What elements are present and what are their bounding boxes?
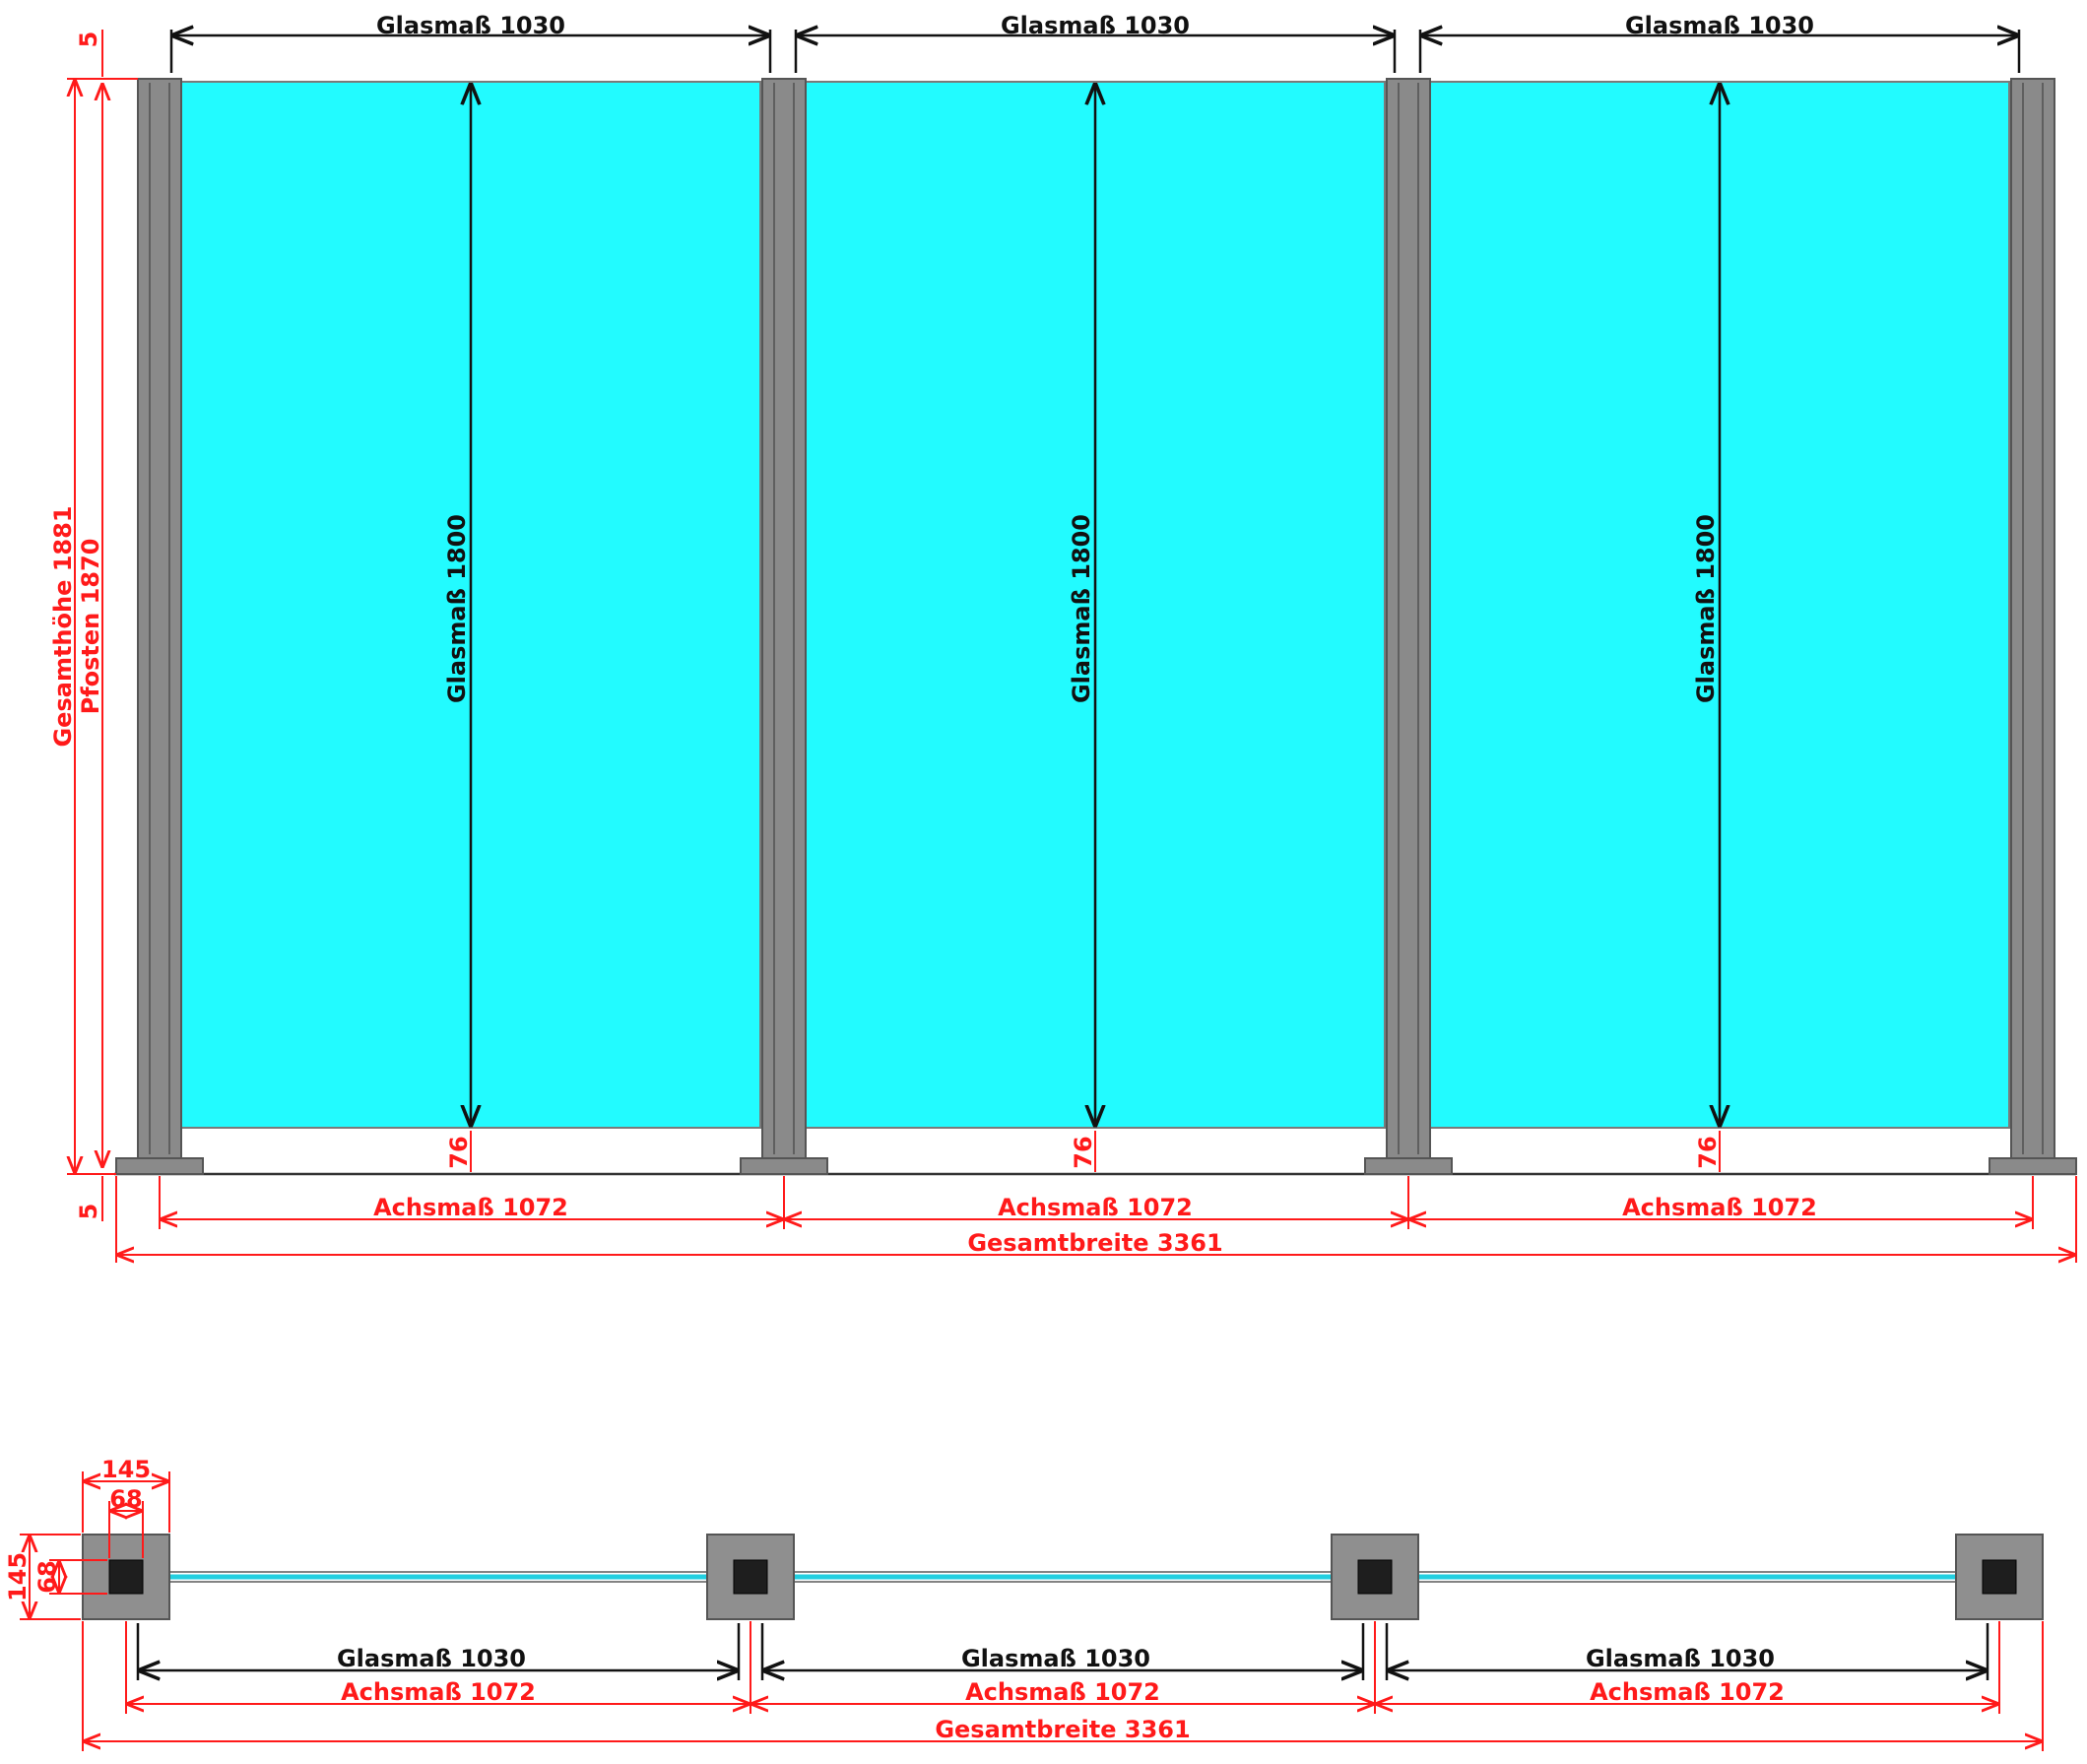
post-core [108,1559,144,1595]
glass-width-label: Glasmaß 1030 [1001,12,1190,39]
glass-height-label: Glasmaß 1800 [1068,514,1095,703]
post-depth-label: 145 [4,1552,32,1601]
plan-glass-segment-2 [770,1571,1371,1583]
clearance-dimension-1: 76 [445,1131,473,1172]
bottom-offset-dimension: 5 [75,1176,103,1221]
axis-label: Achsmaß 1072 [1622,1194,1817,1221]
glass-width-dimension-2: Glasmaß 1030 [794,12,1397,73]
plan-total-width-label: Gesamtbreite 3361 [935,1716,1190,1743]
bottom-offset-label: 5 [75,1204,102,1220]
axis-dimensions-front: Achsmaß 1072 Achsmaß 1072 Achsmaß 1072 [159,1176,2034,1229]
post-core [1982,1559,2017,1595]
plan-post-4 [1955,1534,2044,1620]
top-offset-dimension: 5 [75,30,103,77]
post-height-label: Pfosten 1870 [77,539,104,715]
plan-view: 145 68 145 68 [4,1456,2044,1751]
glass-width-label: Glasmaß 1030 [1625,12,1814,39]
plan-glass-dimensions: Glasmaß 1030 Glasmaß 1030 Glasmaß 1030 [136,1623,1989,1680]
total-width-label: Gesamtbreite 3361 [967,1229,1222,1257]
core-depth-dimension: 68 [33,1559,107,1595]
clearance-dimension-2: 76 [1070,1131,1097,1172]
clearance-label: 76 [1694,1136,1722,1168]
clearance-dimension-3: 76 [1694,1131,1722,1172]
front-view: Glasmaß 1030 Glasmaß 1030 Glasmaß 1030 G… [49,12,2077,1263]
plan-axis-dimensions: Achsmaß 1072 Achsmaß 1072 Achsmaß 1072 [125,1621,2000,1714]
total-width-dimension-front: Gesamtbreite 3361 [115,1176,2077,1263]
post-depth-dimension: 145 [4,1534,81,1620]
core-size-label: 68 [109,1485,142,1513]
glass-height-label: Glasmaß 1800 [1692,514,1720,703]
plan-glass-segment-1 [146,1571,747,1583]
glass-width-label: Glasmaß 1030 [376,12,565,39]
plan-glass-width-label: Glasmaß 1030 [1586,1645,1775,1672]
post-core [1357,1559,1393,1595]
post-2 [740,78,828,1175]
total-height-label: Gesamthöhe 1881 [49,505,77,747]
plan-glass-segment-3 [1395,1571,1995,1583]
post-foot [115,1157,204,1175]
core-size-dimension: 68 [108,1485,144,1558]
clearance-label: 76 [1070,1136,1097,1168]
plan-axis-label: Achsmaß 1072 [1590,1678,1785,1706]
plan-post-1 [82,1534,170,1620]
glass-width-dimension-1: Glasmaß 1030 [169,12,772,73]
plan-axis-label: Achsmaß 1072 [341,1678,536,1706]
glass-height-dimension-3: Glasmaß 1800 [1692,85,1720,1125]
axis-label: Achsmaß 1072 [373,1194,568,1221]
clearance-label: 76 [445,1136,473,1168]
plan-post-3 [1331,1534,1419,1620]
plan-glass-width-label: Glasmaß 1030 [337,1645,526,1672]
post-foot [1989,1157,2077,1175]
post-foot [1364,1157,1453,1175]
post-1 [115,78,204,1175]
post-size-label: 145 [101,1456,151,1483]
glass-height-dimension-1: Glasmaß 1800 [443,85,471,1125]
glass-height-label: Glasmaß 1800 [443,514,471,703]
axis-label: Achsmaß 1072 [998,1194,1193,1221]
top-offset-label: 5 [75,32,102,48]
post-size-dimension: 145 [82,1456,170,1533]
post-height-dimension: Pfosten 1870 [77,85,104,1166]
total-height-dimension: Gesamthöhe 1881 [49,78,138,1175]
post-foot [740,1157,828,1175]
plan-glass-width-label: Glasmaß 1030 [961,1645,1150,1672]
glass-height-dimension-2: Glasmaß 1800 [1068,85,1095,1125]
total-width-dimension-plan: Gesamtbreite 3361 [82,1621,2044,1751]
plan-axis-label: Achsmaß 1072 [965,1678,1160,1706]
post-core [733,1559,768,1595]
core-depth-label: 68 [33,1560,61,1593]
plan-post-2 [706,1534,795,1620]
post-4 [1989,78,2077,1175]
post-3 [1364,78,1453,1175]
glass-width-dimension-3: Glasmaß 1030 [1418,12,2021,73]
